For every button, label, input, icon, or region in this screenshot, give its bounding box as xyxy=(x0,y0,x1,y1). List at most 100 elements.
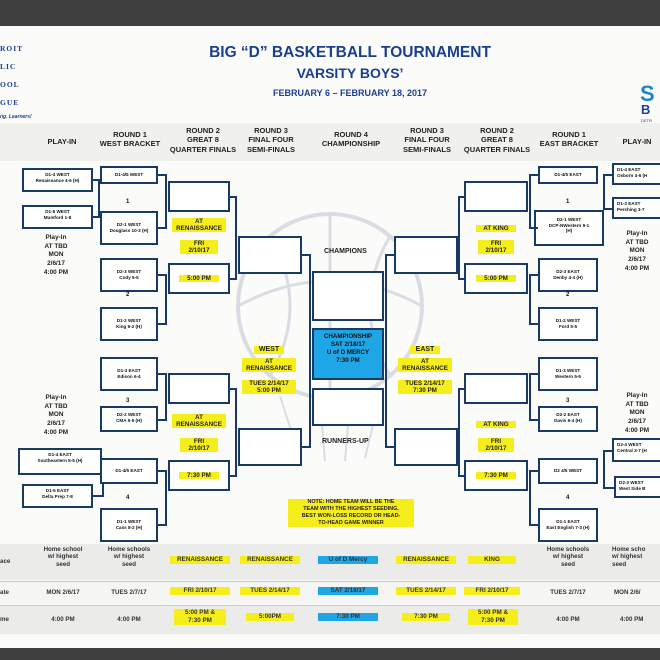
east-r3-venue: AT RENAISSANCE xyxy=(398,358,452,373)
time-cell: 5:00PM xyxy=(246,613,294,621)
site-cell: RENAISSANCE xyxy=(170,556,230,564)
bracket-document: ROIT LIC OOL GUE ng. Learners! S B DETR … xyxy=(0,26,660,648)
east-r2-date: FRI 2/10/17 xyxy=(478,438,514,453)
east-r2-box: 5:00 PM xyxy=(464,263,528,294)
east-r2-time: 5:00 PM xyxy=(476,275,516,283)
east-r3-title: EAST xyxy=(410,346,440,355)
playin-info: Play-In AT TBD MON 2/6/17 4:00 PM xyxy=(43,234,69,276)
east-r3-when: TUES 2/14/17 7:30 PM xyxy=(398,380,452,395)
champions-label: CHAMPIONS xyxy=(324,248,367,255)
org-tagline: ng. Learners! xyxy=(0,114,32,120)
site-cell: U of D Mercy xyxy=(318,556,378,564)
west-r1-box: D2-3 WEST Cody 5-5 xyxy=(100,258,158,292)
east-r1-box: D1-1 EAST East English 7-3 (H) xyxy=(538,508,598,542)
header-round3-left: ROUND 3 FINAL FOUR SEMI-FINALS xyxy=(247,126,295,154)
runners-up-label: RUNNERS-UP xyxy=(322,438,369,445)
logo-subtext: DETR xyxy=(641,118,652,123)
date-cell: FRI 2/10/17 xyxy=(464,587,520,595)
seed-number: 3 xyxy=(566,398,570,404)
time-cell: 4:00 PM xyxy=(620,616,644,623)
east-r2-box: 7:30 PM xyxy=(464,460,528,491)
seed-number: 1 xyxy=(566,199,570,205)
west-r3-box xyxy=(238,428,302,466)
west-r2-box: 7:30 PM xyxy=(168,460,230,491)
west-r2-venue: AT RENAISSANCE xyxy=(172,218,226,233)
east-r1-box: D2-2 EAST Davis 6-4 (H) xyxy=(538,406,598,432)
header-round3-right: ROUND 3 FINAL FOUR SEMI-FINALS xyxy=(403,126,451,154)
header-play-in-left: PLAY-IN xyxy=(47,137,77,146)
date-cell: MON 2/6/ xyxy=(614,589,641,596)
time-cell: 4:00 PM xyxy=(117,616,141,623)
org-name-line: OOL xyxy=(0,80,20,89)
logo-letter: B xyxy=(641,102,651,117)
east-r2-box xyxy=(464,373,528,404)
west-r2-date: FRI 2/10/17 xyxy=(180,438,218,453)
seed-number: 1 xyxy=(126,199,130,205)
site-cell: Home schools w/ highest seed xyxy=(107,546,151,568)
west-r1-box: D1-1 WEST Cass 8-2 (H) xyxy=(100,508,158,542)
west-r2-venue: AT RENAISSANCE xyxy=(172,414,226,429)
east-r2-date: FRI 2/10/17 xyxy=(478,240,514,255)
logo-letter: S xyxy=(640,81,655,106)
row-label: ate xyxy=(0,589,9,596)
date-cell: FRI 2/10/17 xyxy=(170,587,230,595)
seed-number: 4 xyxy=(566,495,570,501)
east-r1-box: D1-2 WEST Ford 5-5 xyxy=(538,307,598,341)
playin-team-box: D1-5 EAST Delta Prep 7-8 xyxy=(22,484,93,508)
west-r3-venue: AT RENAISSANCE xyxy=(242,358,296,373)
runner-up-box xyxy=(312,388,384,426)
east-r2-time: 7:30 PM xyxy=(476,472,516,480)
seed-number: 3 xyxy=(126,398,130,404)
playin-info: Play-In AT TBD MON 2/6/17 4:00 PM xyxy=(624,230,650,272)
header-round4: ROUND 4 CHAMPIONSHIP xyxy=(321,130,381,149)
playin-info: Play-In AT TBD MON 2/6/17 4:00 PM xyxy=(624,392,650,434)
time-cell: 7:30 PM xyxy=(318,613,378,621)
west-r2-box xyxy=(168,373,230,404)
row-label: ace xyxy=(0,558,11,565)
time-cell: 5:00 PM & 7:30 PM xyxy=(174,609,226,625)
playin-team-box: D2-3 WEST West Side B xyxy=(614,476,660,498)
west-r2-box: 5:00 PM xyxy=(168,263,230,294)
date-cell: TUES 2/14/17 xyxy=(240,587,300,595)
date-cell: TUES 2/7/17 xyxy=(550,589,586,596)
seed-number: 2 xyxy=(566,292,570,298)
east-r1-box: D1-4/5 EAST xyxy=(538,166,598,184)
west-r1-box: D1-3 EAST Edison 6-4 xyxy=(100,357,158,391)
page-title: BIG “D” BASKETBALL TOURNAMENT xyxy=(209,44,491,61)
site-cell: Home school w/ highest seed xyxy=(43,546,83,568)
playin-team-box: D1-4 EAST Southeastern 5-5 (H) xyxy=(18,448,102,475)
west-r1-box: D1-4/5 WEST xyxy=(100,166,158,184)
header-play-in-right: PLAY-IN xyxy=(622,137,652,146)
champion-box xyxy=(312,271,384,321)
header-round1-east: ROUND 1 EAST BRACKET xyxy=(539,130,599,149)
championship-box: CHAMPIONSHIP SAT 2/18/17 U of D MERCY 7:… xyxy=(312,328,384,380)
org-name-line: ROIT xyxy=(0,44,24,53)
site-cell: KING xyxy=(468,556,516,564)
header-round2-left: ROUND 2 GREAT 8 QUARTER FINALS xyxy=(169,126,237,154)
header-band xyxy=(0,123,660,161)
header-round1-west: ROUND 1 WEST BRACKET xyxy=(99,130,161,149)
site-cell: Home schools w/ highest seed xyxy=(546,546,590,568)
east-r3-box xyxy=(394,236,458,274)
west-r1-box: D2-1 WEST Douglass 10-3 (H) xyxy=(100,211,158,245)
site-cell: Home scho w/ highest seed xyxy=(612,546,646,568)
west-r1-box: D2-2 WEST CMA 5-5 (H) xyxy=(100,406,158,432)
home-team-note: NOTE: HOME TEAM WILL BE THE TEAM WITH TH… xyxy=(288,499,414,528)
west-r1-box: D1-2 WEST King 6-2 (H) xyxy=(100,307,158,341)
seed-number: 2 xyxy=(126,292,130,298)
west-r3-title: WEST xyxy=(254,346,284,355)
playin-info: Play-In AT TBD MON 2/6/17 4:00 PM xyxy=(43,394,69,436)
time-cell: 5:00 PM & 7:30 PM xyxy=(468,609,518,625)
east-r2-venue: AT KING xyxy=(476,421,516,429)
time-cell: 4:00 PM xyxy=(556,616,580,623)
date-cell: TUES 2/14/17 xyxy=(396,587,456,595)
row-label: me xyxy=(0,616,9,623)
page-subtitle: VARSITY BOYS’ xyxy=(296,65,404,81)
west-r2-time: 5:00 PM xyxy=(179,275,219,283)
west-r2-box xyxy=(168,181,230,212)
seed-number: 4 xyxy=(126,495,130,501)
date-cell: MON 2/6/17 xyxy=(46,589,80,596)
org-name-line: GUE xyxy=(0,98,20,107)
playin-team-box: D1-4 EAST Osborn 4-6 (H xyxy=(612,163,660,185)
east-r1-box: D2-1 WEST DCP-NWestern 9-1 (H) xyxy=(534,210,604,246)
